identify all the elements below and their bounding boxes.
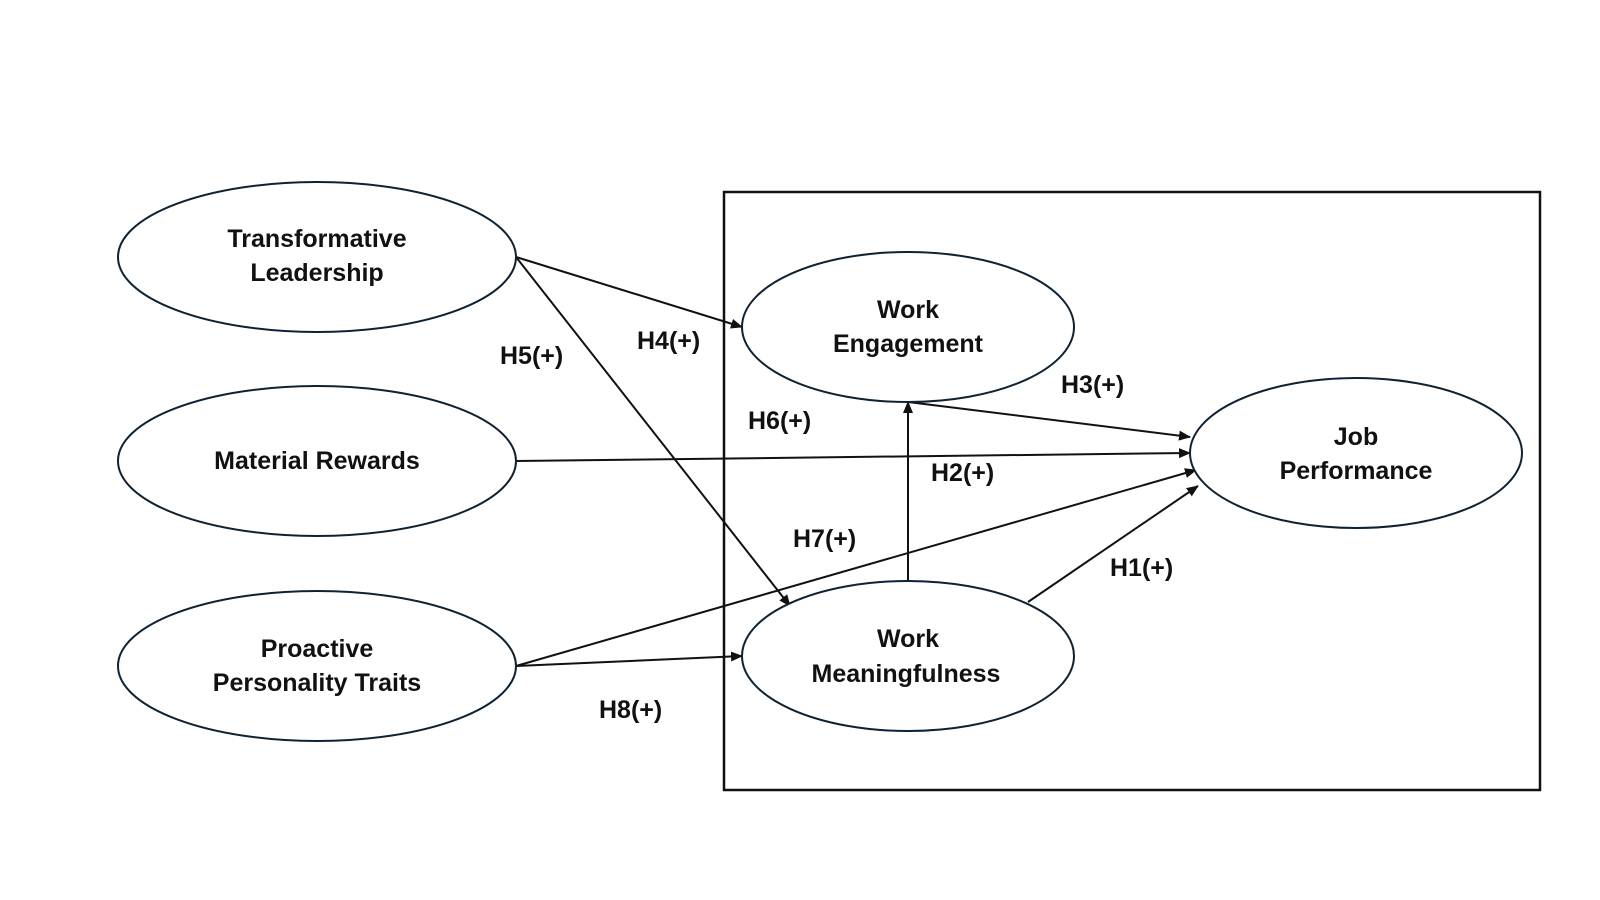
node-work-meaningfulness-label-line2: Meaningfulness [812, 660, 1001, 688]
node-job-performance-ellipse [1189, 377, 1523, 529]
node-proactive-personality-traits-ellipse [117, 590, 517, 742]
node-transformative-leadership-label-line1: Transformative [227, 225, 406, 253]
node-work-engagement-label-line1: Work [877, 296, 939, 324]
node-proactive-personality-traits: Proactive Personality Traits [117, 590, 517, 742]
node-work-engagement-label-line2: Engagement [833, 330, 984, 358]
label-h1: H1(+) [1110, 554, 1173, 582]
node-job-performance-label-line1: Job [1334, 423, 1378, 451]
node-work-meaningfulness-ellipse [741, 580, 1075, 732]
node-work-meaningfulness: Work Meaningfulness [741, 580, 1075, 732]
node-job-performance: Job Performance [1189, 377, 1523, 529]
node-material-rewards-label: Material Rewards [214, 447, 420, 475]
edge-pp-to-jp [515, 468, 1197, 667]
label-h8: H8(+) [599, 696, 662, 724]
label-h4: H4(+) [637, 327, 700, 355]
label-h6: H6(+) [748, 407, 811, 435]
node-material-rewards: Material Rewards [117, 385, 517, 537]
node-proactive-personality-traits-label-line2: Personality Traits [213, 669, 421, 697]
edges [515, 256, 1199, 667]
edge-labels: H4(+) H5(+) H6(+) H3(+) H2(+) H7(+) H1(+… [500, 327, 1173, 724]
node-job-performance-label-line2: Performance [1280, 457, 1433, 485]
model-frame [722, 190, 1542, 792]
node-proactive-personality-traits-label-line1: Proactive [261, 635, 374, 663]
edge-tl-to-we [515, 256, 743, 329]
edge-wm-to-jp [1027, 485, 1199, 603]
node-work-engagement-ellipse [741, 251, 1075, 403]
node-work-meaningfulness-label-line1: Work [877, 625, 939, 653]
node-transformative-leadership: Transformative Leadership [117, 181, 517, 333]
label-h5: H5(+) [500, 342, 563, 370]
node-work-engagement: Work Engagement [741, 251, 1075, 403]
node-transformative-leadership-label-line2: Leadership [250, 259, 383, 287]
edge-mr-to-jp [515, 448, 1191, 462]
edge-we-to-jp [907, 401, 1191, 441]
label-h7: H7(+) [793, 525, 856, 553]
label-h2: H2(+) [931, 459, 994, 487]
label-h3: H3(+) [1061, 371, 1124, 399]
node-material-rewards-ellipse [117, 385, 517, 537]
edge-tl-to-wm [515, 256, 791, 607]
node-transformative-leadership-ellipse [117, 181, 517, 333]
edge-pp-to-wm [515, 651, 743, 667]
